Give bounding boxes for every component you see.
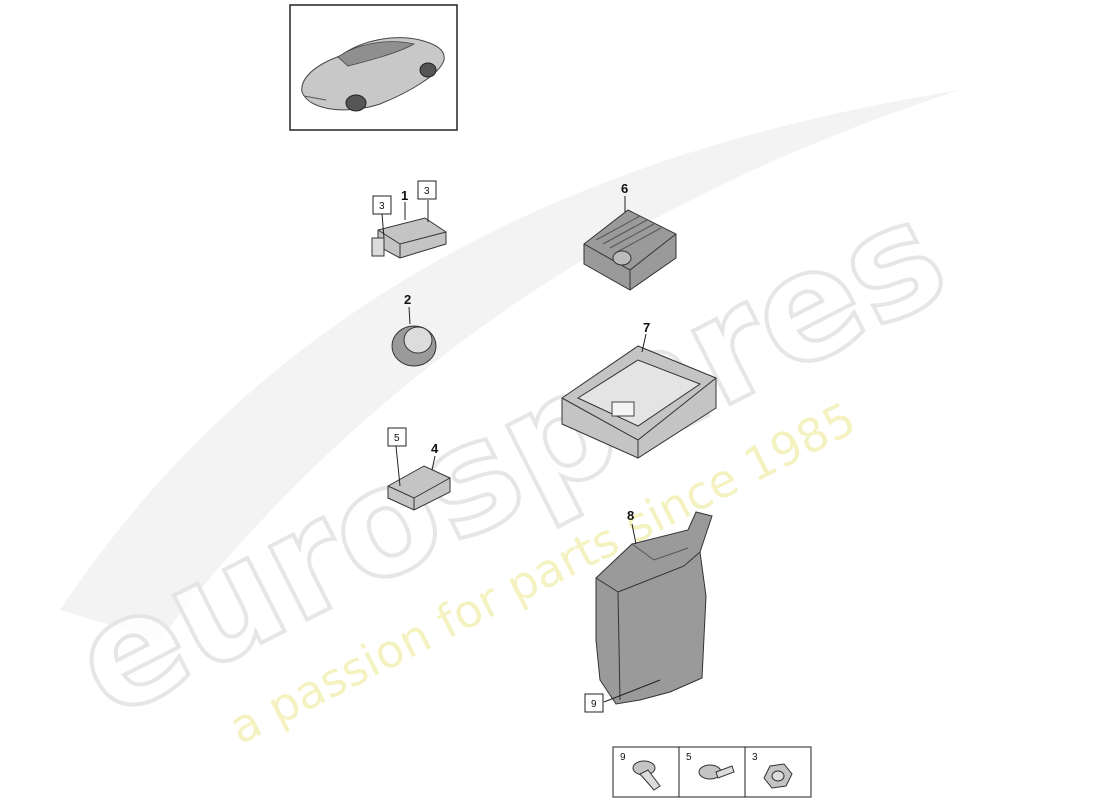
ref-box-3-left: 3 — [372, 195, 392, 215]
part-1-control-unit — [371, 200, 447, 259]
part-label-4: 4 — [431, 441, 439, 456]
part-label-6: 6 — [621, 181, 628, 196]
bolt-icon — [632, 760, 661, 791]
nut-icon — [763, 763, 793, 789]
watermark: eurospares a passion for parts since 198… — [45, 90, 973, 755]
fastener-table: 9 5 3 — [612, 746, 812, 798]
watermark-swoosh — [60, 90, 960, 640]
part-8-housing — [595, 511, 713, 705]
svg-text:3: 3 — [752, 752, 758, 763]
part-label-8: 8 — [627, 508, 634, 523]
ref-box-5: 5 — [387, 427, 407, 447]
svg-text:3: 3 — [379, 201, 385, 212]
svg-text:9: 9 — [620, 752, 626, 763]
svg-text:9: 9 — [591, 699, 597, 710]
vehicle-thumbnail — [289, 4, 458, 131]
ref-box-3-right: 3 — [417, 180, 437, 200]
part-4-module — [387, 445, 451, 511]
svg-text:5: 5 — [394, 433, 400, 444]
fastener-cell-9: 9 — [620, 752, 661, 791]
fastener-cell-5: 5 — [686, 752, 735, 780]
fastener-cell-3: 3 — [752, 752, 793, 789]
part-label-7: 7 — [643, 320, 650, 335]
part-2-round-sensor — [391, 306, 437, 367]
screw-icon — [698, 764, 735, 780]
part-label-2: 2 — [404, 292, 411, 307]
part-label-1: 1 — [401, 188, 408, 203]
svg-text:5: 5 — [686, 752, 692, 763]
part-6-amplifier — [583, 196, 677, 291]
part-7-bracket-tray — [561, 333, 717, 459]
ref-box-9: 9 — [584, 693, 604, 713]
svg-text:3: 3 — [424, 186, 430, 197]
